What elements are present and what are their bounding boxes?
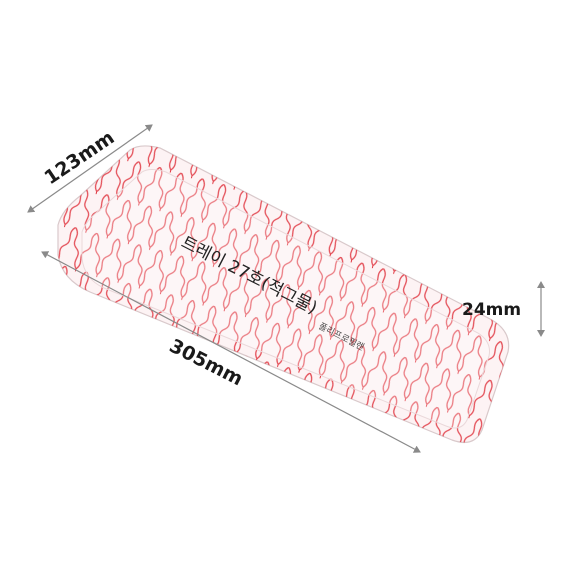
length-dimension-arrow bbox=[41, 251, 421, 453]
width-dimension-arrow bbox=[27, 124, 153, 213]
height-dimension-label: 24mm bbox=[462, 300, 521, 320]
